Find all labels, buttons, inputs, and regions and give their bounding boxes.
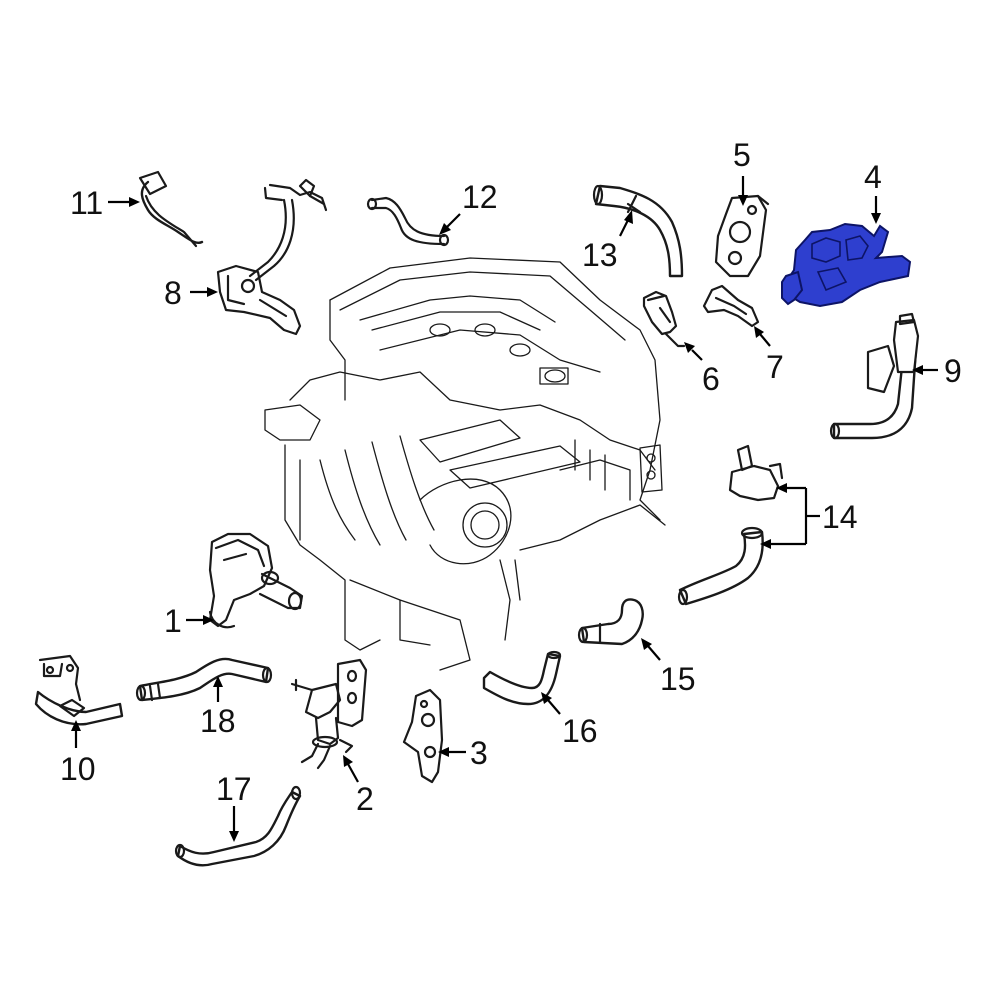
part-18-hose xyxy=(135,657,273,702)
part-13-hose xyxy=(592,184,684,278)
part-15-hose xyxy=(577,598,644,646)
callout-2: 2 xyxy=(356,781,374,817)
part-12-hose xyxy=(366,196,450,247)
callout-12: 12 xyxy=(462,179,498,215)
part-4-thermostat-housing xyxy=(781,222,912,308)
callout-labels: 11 12 8 13 5 4 6 7 9 14 1 15 16 18 10 2 … xyxy=(60,137,962,817)
callout-3: 3 xyxy=(470,735,488,771)
part-8-bracket xyxy=(216,178,328,336)
engine-assembly xyxy=(264,257,666,671)
part-1-water-outlet xyxy=(208,532,304,629)
callout-17: 17 xyxy=(216,771,252,807)
callout-7: 7 xyxy=(766,349,784,385)
callout-9: 9 xyxy=(944,353,962,389)
part-7-clip xyxy=(702,284,760,328)
callout-18: 18 xyxy=(200,703,236,739)
part-6-sensor xyxy=(642,290,686,348)
callout-11: 11 xyxy=(70,185,103,221)
callout-6: 6 xyxy=(702,361,720,397)
part-16-hose xyxy=(482,650,562,706)
part-14-valve-hose xyxy=(677,444,784,606)
callout-10: 10 xyxy=(60,751,96,787)
part-9-hose xyxy=(829,312,920,440)
leader-lines xyxy=(71,176,938,842)
part-3-gasket xyxy=(402,688,444,784)
part-11-hose xyxy=(138,170,204,248)
callout-14: 14 xyxy=(822,499,858,535)
part-2-valve-assembly xyxy=(290,658,368,770)
callout-8: 8 xyxy=(164,275,182,311)
callout-4: 4 xyxy=(864,159,882,195)
callout-13: 13 xyxy=(582,237,618,273)
callout-1: 1 xyxy=(164,603,182,639)
callout-5: 5 xyxy=(733,137,751,173)
callout-15: 15 xyxy=(660,661,696,697)
callout-16: 16 xyxy=(562,713,598,749)
part-10-hose-bracket xyxy=(34,654,124,726)
part-5-gasket xyxy=(714,194,770,278)
part-17-hose xyxy=(174,785,302,867)
